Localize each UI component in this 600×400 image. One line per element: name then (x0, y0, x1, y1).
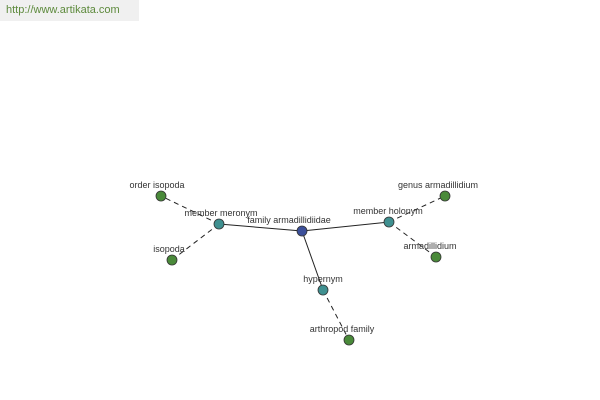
label-hypernym[interactable]: hypernym (303, 274, 343, 284)
node-hypernym[interactable] (317, 284, 329, 296)
node-meronym[interactable] (213, 218, 225, 230)
edge-center-hypernym (301, 230, 324, 291)
edge-holonym-genus-armadillidium (388, 195, 446, 223)
label-meronym[interactable]: member meronym (184, 208, 257, 218)
graph-edges (160, 195, 446, 341)
edge-holonym-armadillidium (388, 221, 437, 258)
node-holonym[interactable] (383, 216, 395, 228)
label-genus-armadillidium[interactable]: genus armadillidium (398, 180, 478, 190)
node-order-isopoda[interactable] (155, 190, 167, 202)
edge-center-holonym (301, 221, 390, 232)
label-holonym[interactable]: member holonym (353, 206, 423, 216)
label-center[interactable]: family armadillidiidae (247, 215, 331, 225)
edge-meronym-order-isopoda (160, 195, 220, 225)
label-isopoda[interactable]: isopoda (153, 244, 185, 254)
site-url-link[interactable]: http://www.artikata.com (6, 4, 120, 16)
edge-hypernym-arthropod-family (322, 289, 350, 341)
edge-center-meronym (218, 223, 303, 232)
label-armadillidium[interactable]: armadillidium (403, 241, 456, 251)
node-armadillidium[interactable] (430, 251, 442, 263)
node-isopoda[interactable] (166, 254, 178, 266)
url-banner[interactable]: http://www.artikata.com (0, 0, 139, 21)
graph-nodes (155, 190, 451, 346)
node-arthropod-family[interactable] (343, 334, 355, 346)
node-center[interactable] (296, 225, 308, 237)
node-genus-armadillidium[interactable] (439, 190, 451, 202)
edge-meronym-isopoda (171, 223, 220, 261)
label-arthropod-family[interactable]: arthropod family (310, 324, 375, 334)
label-order-isopoda[interactable]: order isopoda (129, 180, 184, 190)
